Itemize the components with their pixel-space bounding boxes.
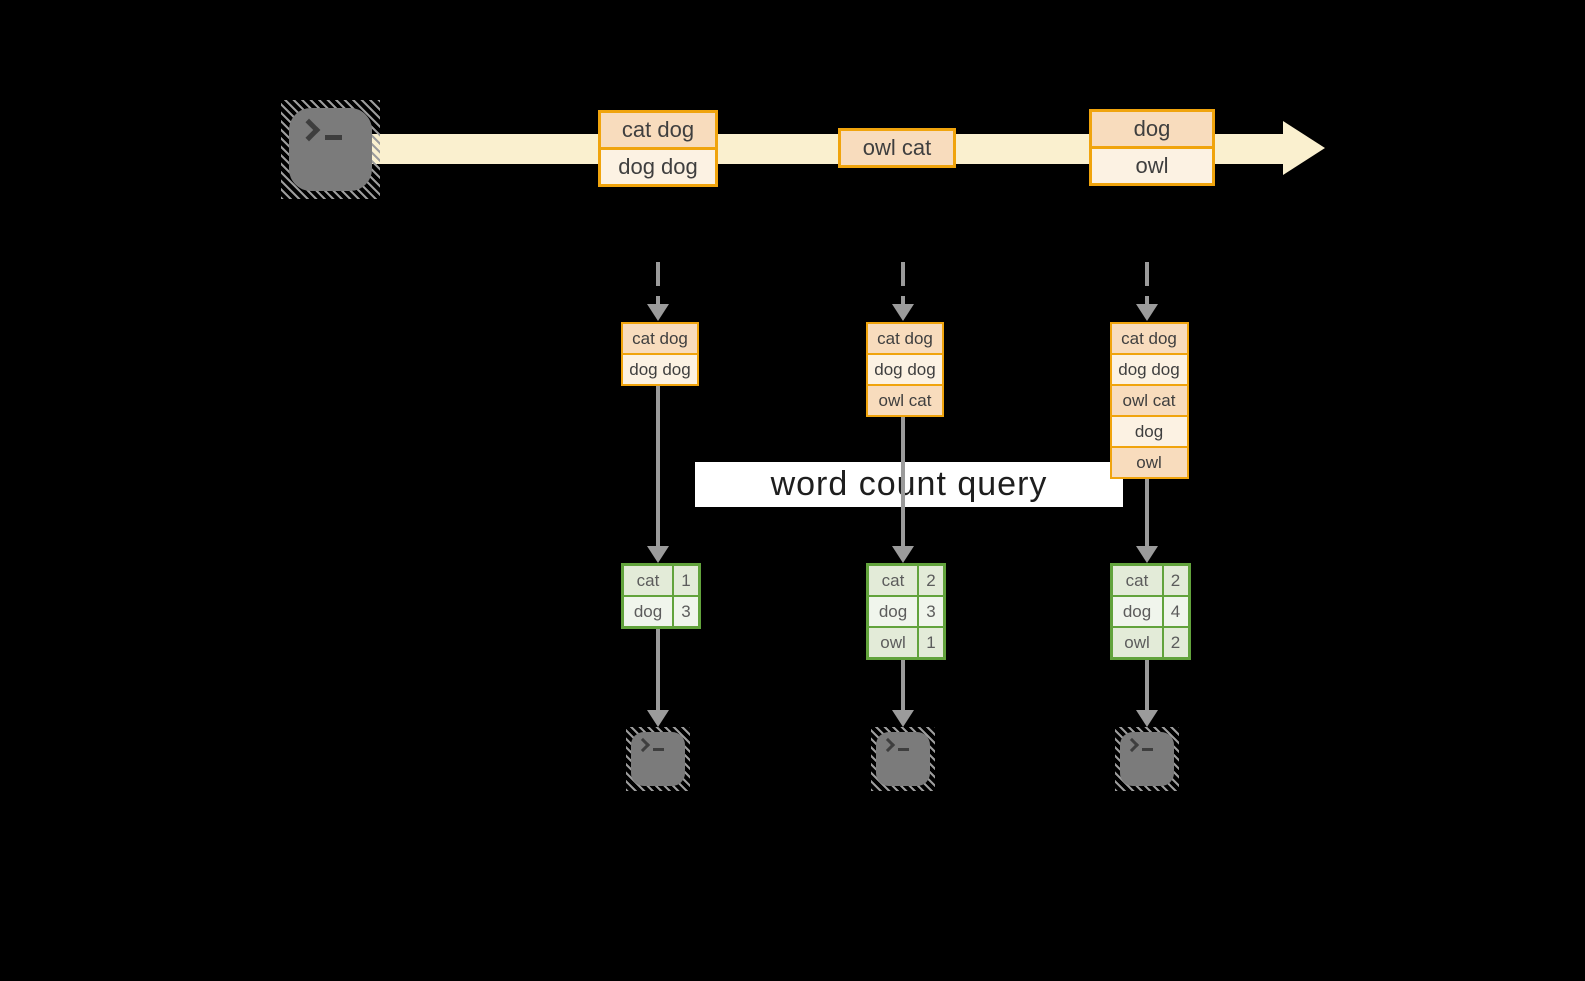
query-arrowhead-icon [1136,546,1158,563]
output-arrowhead-icon [892,710,914,727]
output-arrow [656,629,660,710]
state-line: dog dog [868,355,942,384]
state-arrow-dashed [901,262,905,304]
result-word-cell: owl [869,628,917,657]
event-line: dog [1092,112,1212,146]
result-count-cell: 3 [919,597,943,626]
state-line: owl [1111,448,1187,477]
query-arrowhead-icon [647,546,669,563]
result-word-cell: dog [869,597,917,626]
result-word-cell: owl [1112,628,1162,657]
query-arrowhead-icon [892,546,914,563]
terminal-prompt-icon [297,118,342,142]
terminal-window [631,732,685,786]
word-count-query-band: word count query [695,462,1123,507]
chevron-right-icon [1124,737,1140,753]
state-line: dog dog [1111,355,1187,384]
underscore-cursor-icon [898,748,909,751]
result-word-cell: dog [1112,597,1162,626]
query-arrow [901,417,905,546]
event-line: dog dog [601,150,715,184]
output-arrowhead-icon [647,710,669,727]
stream-arrowhead-icon [1283,121,1325,175]
state-arrow-dashed [1145,262,1149,304]
terminal-output-icon [626,727,690,791]
underscore-cursor-icon [653,748,664,751]
chevron-right-icon [635,737,651,753]
result-count-cell: 1 [919,628,943,657]
state-arrowhead-icon [1136,304,1158,321]
result-count-cell: 2 [1163,566,1188,595]
event-line: owl cat [841,131,953,165]
chevron-right-icon [880,737,896,753]
result-word-cell: cat [624,566,672,595]
state-arrowhead-icon [647,304,669,321]
result-word-cell: dog [624,597,672,626]
state-arrow-dashed [656,262,660,304]
result-count-cell: 4 [1163,597,1188,626]
terminal-prompt-icon [635,737,664,753]
underscore-cursor-icon [1142,748,1153,751]
output-arrow [1145,660,1149,710]
terminal-source-icon [281,100,380,199]
terminal-prompt-icon [880,737,909,753]
query-arrow [1145,479,1149,546]
result-word-cell: cat [1112,566,1162,595]
query-arrow [656,386,660,546]
state-line: cat dog [623,324,697,353]
state-line: dog dog [623,355,697,384]
state-line: cat dog [868,324,942,353]
result-count-cell: 1 [674,566,698,595]
terminal-window [289,108,372,191]
terminal-output-icon [871,727,935,791]
result-count-cell: 2 [1163,628,1188,657]
event-line: cat dog [601,113,715,147]
state-arrowhead-icon [892,304,914,321]
state-line: owl cat [868,386,942,415]
state-line: cat dog [1111,324,1187,353]
output-arrow [901,660,905,710]
state-line: owl cat [1111,386,1187,415]
chevron-right-icon [297,118,321,142]
result-word-cell: cat [869,566,917,595]
result-count-cell: 3 [674,597,698,626]
event-line: owl [1092,149,1212,183]
terminal-window [876,732,930,786]
stream-event-box: owl cat [838,128,956,168]
terminal-prompt-icon [1124,737,1153,753]
underscore-cursor-icon [325,135,342,140]
output-arrowhead-icon [1136,710,1158,727]
result-count-cell: 2 [919,566,943,595]
terminal-output-icon [1115,727,1179,791]
terminal-window [1120,732,1174,786]
query-label: word count query [770,465,1048,503]
state-line: dog [1111,417,1187,446]
